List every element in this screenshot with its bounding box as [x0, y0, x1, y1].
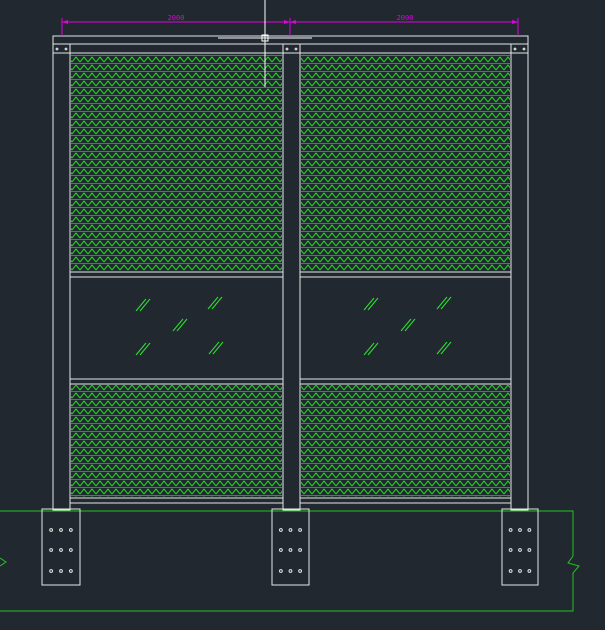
glass-hatch-icon — [135, 296, 452, 356]
ground-break-icon — [0, 557, 7, 567]
anchor-bolt — [59, 548, 63, 552]
anchor-bolt — [278, 528, 283, 532]
glass-mark — [404, 318, 416, 332]
anchor-bolt — [68, 569, 73, 573]
base-plate-right — [501, 508, 539, 586]
crosshair-cursor-icon — [218, 0, 312, 87]
anchor-bolt — [527, 569, 532, 573]
mesh-panel-bottom-left — [71, 385, 282, 497]
base-plate-left — [41, 508, 81, 586]
anchor-bolt — [298, 528, 303, 532]
dimension-label-left[interactable]: 2000 — [168, 14, 185, 22]
anchor-bolt — [288, 528, 293, 532]
glass-mark — [363, 297, 375, 311]
column-middle — [282, 43, 301, 511]
mesh-panel-bottom-right — [301, 385, 510, 497]
glass-mark — [436, 296, 448, 310]
anchor-bolt — [49, 569, 54, 573]
glass-mark — [139, 342, 151, 356]
glass-mark — [436, 341, 448, 355]
glass-mark — [172, 318, 184, 332]
glass-mark — [208, 341, 220, 355]
glass-mark — [211, 296, 223, 310]
column-left — [52, 43, 71, 511]
anchor-bolt — [518, 528, 522, 532]
anchor-bolts — [49, 528, 532, 573]
anchor-bolt — [49, 548, 54, 552]
glass-mark — [176, 318, 188, 332]
anchor-bolt — [298, 569, 303, 573]
anchor-bolt — [298, 548, 303, 552]
anchor-bolt — [68, 528, 73, 532]
anchor-bolt — [508, 528, 513, 532]
dimension-label-right[interactable]: 2000 — [397, 14, 414, 22]
glass-mark — [440, 341, 452, 355]
anchor-bolt — [68, 548, 73, 552]
glass-mark — [135, 342, 147, 356]
anchor-bolt — [527, 528, 532, 532]
anchor-bolt — [59, 569, 63, 573]
column-right — [510, 43, 529, 511]
base-plate-middle — [271, 508, 310, 586]
glass-mark — [363, 342, 375, 356]
glass-mark — [135, 298, 147, 312]
anchor-bolt — [59, 528, 63, 532]
top-beam — [52, 35, 529, 45]
anchor-bolt — [278, 569, 283, 573]
dimension-lines — [61, 18, 519, 36]
anchor-bolt — [508, 548, 513, 552]
anchor-bolt — [278, 548, 283, 552]
anchor-bolt — [518, 569, 522, 573]
ground-line — [0, 510, 580, 612]
anchor-bolt — [49, 528, 54, 532]
anchor-bolt — [288, 548, 293, 552]
mesh-panel-top-right — [301, 54, 510, 271]
anchor-bolt — [518, 548, 522, 552]
mesh-panel-top-left — [71, 54, 282, 271]
glass-mark — [400, 318, 412, 332]
frame — [52, 35, 529, 511]
glass-mark — [367, 342, 379, 356]
glass-mark — [139, 298, 151, 312]
base-plates — [41, 508, 539, 586]
glass-mark — [212, 341, 224, 355]
anchor-bolt — [508, 569, 513, 573]
top-beam-lower — [52, 43, 529, 54]
glass-mark — [367, 297, 379, 311]
glass-mark — [440, 296, 452, 310]
hatch-panels — [71, 54, 510, 497]
glass-mark — [207, 296, 219, 310]
anchor-bolt — [288, 569, 293, 573]
anchor-bolt — [527, 548, 532, 552]
